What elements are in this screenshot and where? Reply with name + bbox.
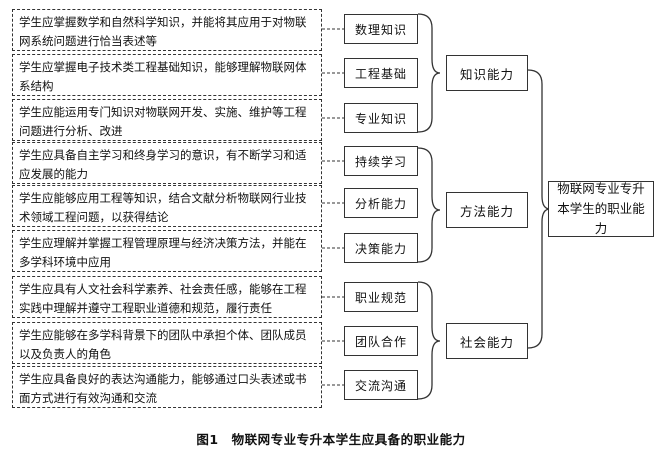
sub-ability-box: 职业规范	[344, 282, 418, 312]
figure-caption: 图1 物联网专业专升本学生应具备的职业能力	[196, 432, 466, 447]
sub-ability-box: 交流沟通	[344, 370, 418, 400]
final-ability-box: 物联网专业专升本学生的职业能力	[548, 181, 654, 237]
category-box: 社会能力	[446, 323, 528, 359]
final-ability-label: 物联网专业专升本学生的职业能力	[557, 181, 645, 236]
requirement-box: 学生应掌握电子技术类工程基础知识，能够理解物联网体系结构	[12, 54, 322, 96]
sub-ability-box: 持续学习	[344, 146, 418, 176]
requirement-text: 学生应具备良好的表达沟通能力，能够通过口头表述或书面方式进行有效沟通和交流	[19, 372, 307, 405]
sub-ability-box: 团队合作	[344, 326, 418, 356]
sub-ability-label: 专业知识	[354, 111, 407, 126]
requirement-text: 学生应掌握电子技术类工程基础知识，能够理解物联网体系结构	[19, 60, 307, 93]
requirement-text: 学生应具备自主学习和终身学习的意识，有不断学习和适应发展的能力	[19, 148, 307, 181]
sub-ability-label: 持续学习	[354, 154, 407, 169]
requirement-box: 学生应理解并掌握工程管理原理与经济决策方法，并能在多学科环境中应用	[12, 230, 322, 272]
category-label: 知识能力	[459, 66, 514, 82]
sub-ability-box: 数理知识	[344, 14, 418, 44]
sub-ability-label: 职业规范	[354, 290, 407, 305]
requirement-text: 学生应掌握数学和自然科学知识，并能将其应用于对物联网系统问题进行恰当表述等	[19, 15, 307, 48]
sub-ability-label: 交流沟通	[354, 378, 407, 393]
requirement-text: 学生应能运用专门知识对物联网开发、实施、维护等工程问题进行分析、改进	[19, 105, 307, 138]
sub-ability-box: 工程基础	[344, 58, 418, 88]
sub-ability-label: 数理知识	[354, 22, 407, 37]
category-label: 社会能力	[459, 334, 514, 350]
category-box: 知识能力	[446, 55, 528, 91]
sub-ability-label: 分析能力	[354, 196, 407, 211]
sub-ability-label: 决策能力	[354, 241, 407, 256]
sub-ability-box: 专业知识	[344, 103, 418, 133]
sub-ability-box: 分析能力	[344, 188, 418, 218]
requirement-box: 学生应能够在多学科背景下的团队中承担个体、团队成员以及负责人的角色	[12, 322, 322, 364]
requirement-box: 学生应具备自主学习和终身学习的意识，有不断学习和适应发展的能力	[12, 142, 322, 184]
requirement-text: 学生应理解并掌握工程管理原理与经济决策方法，并能在多学科环境中应用	[19, 236, 307, 269]
requirement-box: 学生应能够应用工程等知识，结合文献分析物联网行业技术领域工程问题，以获得结论	[12, 185, 322, 227]
sub-ability-box: 决策能力	[344, 233, 418, 263]
requirement-text: 学生应能够在多学科背景下的团队中承担个体、团队成员以及负责人的角色	[19, 328, 307, 361]
sub-ability-label: 工程基础	[354, 66, 407, 81]
requirement-text: 学生应能够应用工程等知识，结合文献分析物联网行业技术领域工程问题，以获得结论	[19, 191, 307, 224]
requirement-box: 学生应具备良好的表达沟通能力，能够通过口头表述或书面方式进行有效沟通和交流	[12, 366, 322, 408]
requirement-text: 学生应具有人文社会科学素养、社会责任感，能够在工程实践中理解并遵守工程职业道德和…	[19, 282, 307, 315]
requirement-box: 学生应具有人文社会科学素养、社会责任感，能够在工程实践中理解并遵守工程职业道德和…	[12, 276, 322, 318]
category-label: 方法能力	[459, 203, 514, 219]
requirement-box: 学生应掌握数学和自然科学知识，并能将其应用于对物联网系统问题进行恰当表述等	[12, 9, 322, 51]
requirement-box: 学生应能运用专门知识对物联网开发、实施、维护等工程问题进行分析、改进	[12, 99, 322, 141]
sub-ability-label: 团队合作	[354, 334, 407, 349]
category-box: 方法能力	[446, 192, 528, 228]
